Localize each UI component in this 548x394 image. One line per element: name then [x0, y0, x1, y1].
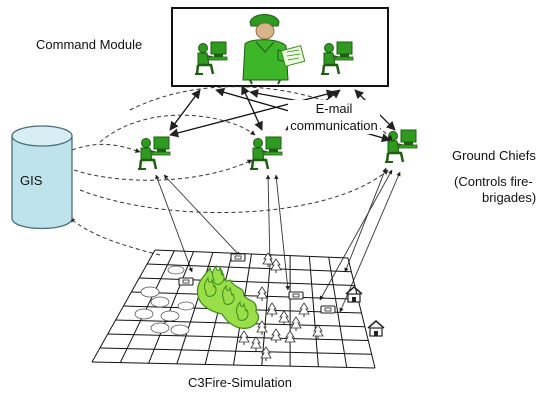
controls-label-line1: (Controls fire- — [454, 174, 533, 189]
controls-label-line2: brigades) — [482, 190, 536, 205]
commander-figure-icon — [242, 14, 306, 85]
grid-row-line — [154, 249, 349, 259]
grid-row-line — [99, 347, 372, 355]
ground-chief-operator-3 — [383, 128, 419, 164]
grid-link-arrows — [155, 167, 401, 313]
simulation-grid — [91, 249, 376, 369]
grid-row-line — [139, 277, 355, 286]
fire-area — [196, 265, 260, 329]
grid-row-line — [107, 333, 369, 341]
email-label-line1: E-mail — [316, 101, 353, 116]
gis-label: GIS — [20, 173, 43, 188]
simulation-label: C3Fire-Simulation — [188, 375, 292, 390]
email-label-line2: communication — [290, 118, 377, 133]
left-edge-vehicles — [134, 265, 195, 336]
grid-row-line — [147, 263, 352, 273]
grid-row-line — [91, 361, 376, 369]
ground-chief-operator-1 — [136, 135, 172, 171]
database-cylinder-icon — [11, 125, 73, 230]
ground-chief-operator-2 — [248, 135, 284, 171]
command-module-label: Command Module — [36, 37, 142, 52]
grid-row-line — [131, 291, 359, 300]
ground-chiefs-label: Ground Chiefs — [452, 148, 536, 163]
